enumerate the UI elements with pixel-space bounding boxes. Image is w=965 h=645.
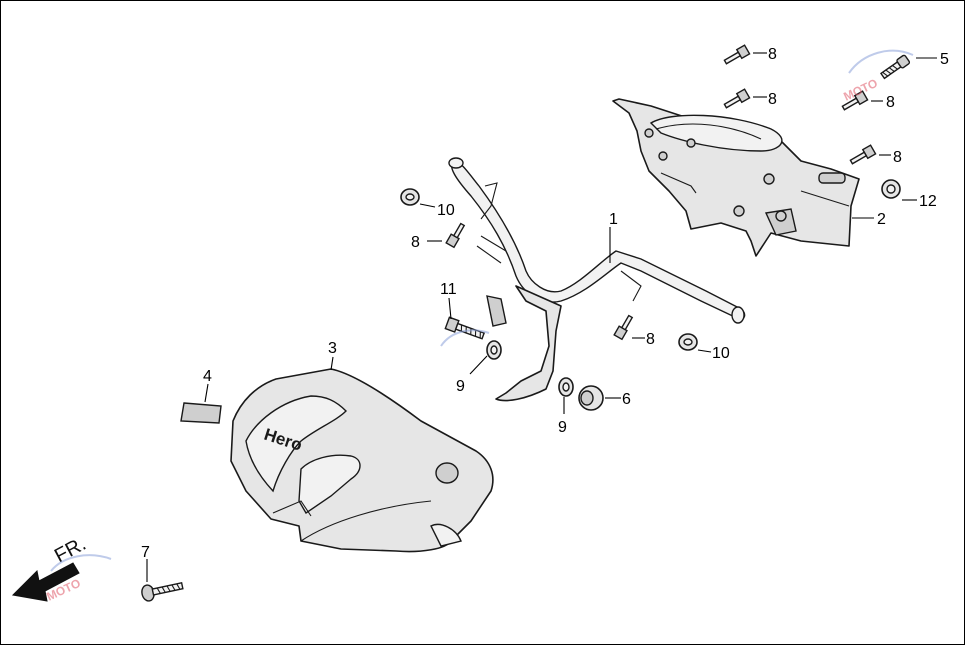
callout-4: 4 xyxy=(203,368,212,385)
nut-10b-icon xyxy=(678,333,698,351)
callout-10b: 10 xyxy=(712,345,730,362)
screw-5-icon xyxy=(880,54,911,80)
cap-nut-6-icon xyxy=(578,385,604,411)
callout-8d: 8 xyxy=(893,149,902,166)
bolt-8a-icon xyxy=(723,44,751,65)
callout-10a: 10 xyxy=(437,202,455,219)
rear-handle-cover xyxy=(612,98,860,257)
nut-10a-icon xyxy=(400,188,420,206)
washer-9a-icon xyxy=(486,340,502,360)
callout-9a: 9 xyxy=(456,378,465,395)
front-handle-cover: Hero xyxy=(230,368,494,553)
leader-lines xyxy=(146,52,937,582)
callout-11: 11 xyxy=(440,281,457,298)
front-arrow-icon xyxy=(11,562,80,602)
washer-12-icon xyxy=(881,179,901,199)
bolt-8e-icon xyxy=(445,222,466,249)
callouts: 1 2 3 4 5 6 7 8 8 8 8 8 8 9 9 10 10 11 1… xyxy=(141,46,949,561)
screw-7-icon xyxy=(141,581,184,602)
bolt-11-icon xyxy=(444,316,485,340)
callout-1: 1 xyxy=(609,211,618,228)
washer-9b-icon xyxy=(558,377,574,397)
callout-8f: 8 xyxy=(646,331,655,348)
callout-3: 3 xyxy=(328,340,337,357)
callout-8a: 8 xyxy=(768,46,777,63)
callout-8c: 8 xyxy=(886,94,895,111)
callout-5: 5 xyxy=(940,51,949,68)
callout-2: 2 xyxy=(877,211,886,228)
callout-12: 12 xyxy=(919,193,937,210)
callout-8e: 8 xyxy=(411,234,420,251)
direction-label: FR. xyxy=(51,533,90,568)
bolt-8d-icon xyxy=(849,144,877,165)
callout-9b: 9 xyxy=(558,419,567,436)
bolt-8c-icon xyxy=(841,90,869,111)
callout-6: 6 xyxy=(622,391,631,408)
watermark-logo-center xyxy=(440,329,490,347)
callout-7: 7 xyxy=(141,544,150,561)
sticker-pad xyxy=(180,402,222,424)
bolt-8b-icon xyxy=(723,88,751,109)
bolt-8f-icon xyxy=(613,314,634,341)
handlebar-pipe xyxy=(448,157,746,402)
callout-8b: 8 xyxy=(768,91,777,108)
